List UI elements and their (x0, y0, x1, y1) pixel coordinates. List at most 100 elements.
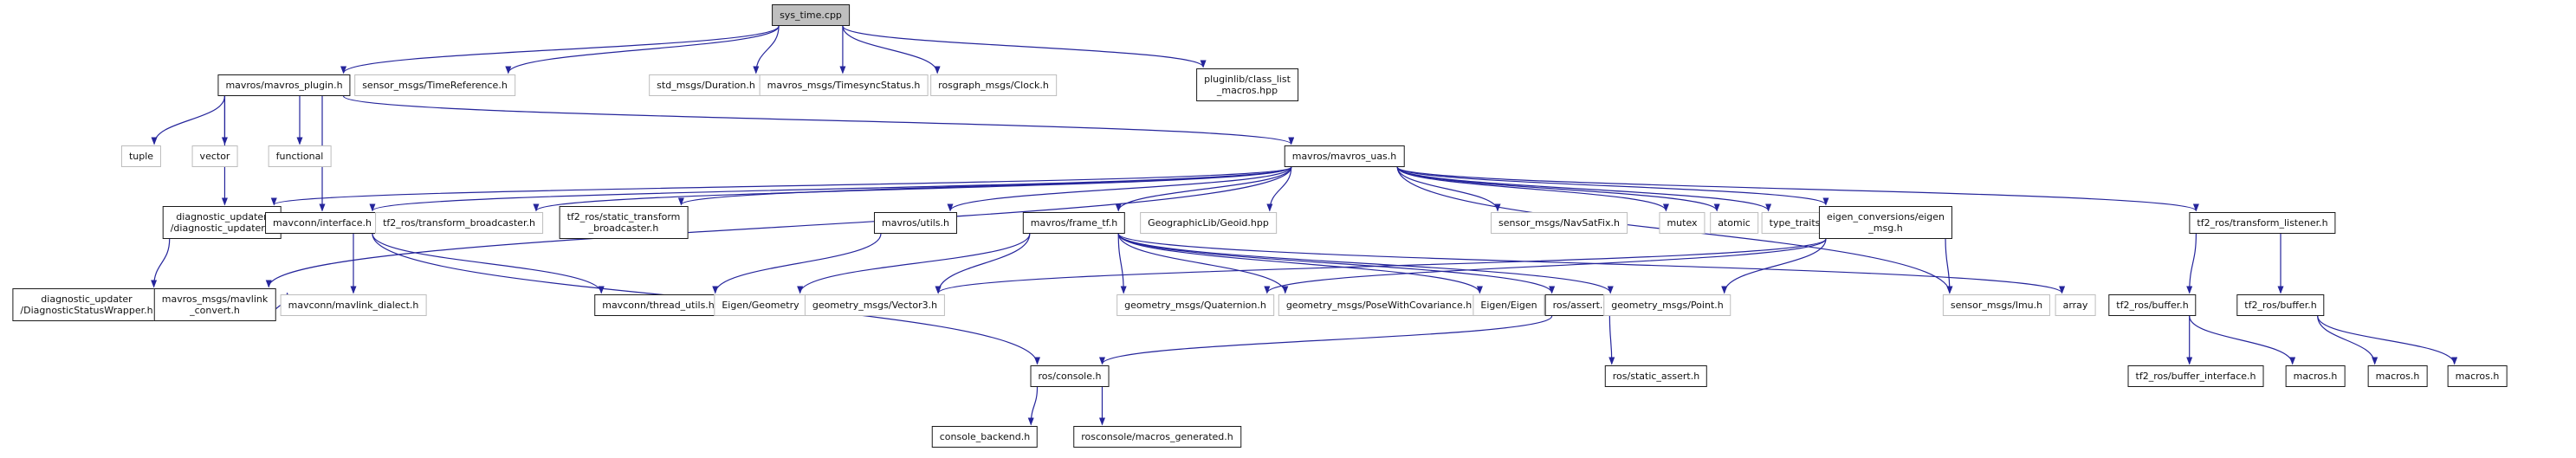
node-iface[interactable]: mavconn/interface.h (265, 212, 379, 234)
node-label: ros/static_assert.h (1612, 371, 1700, 382)
node-label: diagnostic_updater /diagnostic_updater.h (170, 211, 274, 234)
node-imu: sensor_msgs/Imu.h (1942, 294, 2051, 316)
node-convert[interactable]: mavros_msgs/mavlink _convert.h (153, 288, 276, 321)
edge-uas-to-geoid (1266, 166, 1292, 212)
edge-frametf-to-point (1117, 233, 1614, 294)
node-label: geometry_msgs/PoseWithCovariance.h (1285, 300, 1472, 311)
node-label: macros.h (2375, 371, 2420, 382)
edge-plugin-to-tuple (151, 95, 226, 145)
node-label: Eigen/Geometry (722, 300, 799, 311)
node-label: mavros_msgs/TimesyncStatus.h (767, 80, 921, 91)
node-diag[interactable]: diagnostic_updater /diagnostic_updater.h (162, 206, 282, 239)
node-dsw[interactable]: diagnostic_updater /DiagnosticStatusWrap… (12, 288, 161, 321)
node-console[interactable]: ros/console.h (1030, 365, 1110, 387)
edge-frametf-to-eigeom (797, 233, 1031, 294)
edge-plugin-to-uas (342, 95, 1294, 145)
edge-uas-to-atomic (1396, 166, 1720, 212)
node-staticassert[interactable]: ros/static_assert.h (1604, 365, 1708, 387)
node-vector: vector (191, 145, 238, 167)
node-label: macros.h (2455, 371, 2500, 382)
node-label: sys_time.cpp (780, 10, 842, 21)
edge-frametf-to-eieigen (1117, 233, 1483, 294)
node-label: Eigen/Eigen (1480, 300, 1537, 311)
node-listener[interactable]: tf2_ros/transform_listener.h (2189, 212, 2336, 234)
node-buffer2[interactable]: tf2_ros/buffer.h (2236, 294, 2325, 316)
node-label: rosgraph_msgs/Clock.h (938, 80, 1049, 91)
edge-uas-to-stfb (678, 166, 1292, 206)
edge-iface-to-threadutils (372, 233, 605, 294)
node-frametf[interactable]: mavros/frame_tf.h (1022, 212, 1126, 234)
node-quat: geometry_msgs/Quaternion.h (1116, 294, 1274, 316)
edge-sys_time-to-duration (753, 25, 780, 74)
node-tuple: tuple (120, 145, 162, 167)
node-label: mavros_msgs/mavlink _convert.h (161, 294, 269, 316)
node-label: functional (275, 151, 324, 162)
edge-uas-to-typetraits (1396, 166, 1771, 212)
node-point: geometry_msgs/Point.h (1603, 294, 1731, 316)
edge-uas-to-diag (271, 166, 1292, 206)
edge-sys_time-to-clock (842, 25, 941, 74)
node-eigenmsg[interactable]: eigen_conversions/eigen _msg.h (1818, 206, 1953, 239)
edge-uas-to-eigenmsg (1396, 166, 1829, 206)
node-label: tf2_ros/buffer.h (2116, 300, 2189, 311)
node-label: pluginlib/class_list _macros.hpp (1204, 74, 1291, 96)
node-mutex: mutex (1659, 212, 1705, 234)
node-label: rosconsole/macros_generated.h (1081, 431, 1233, 442)
edge-listener-to-buffer1 (2186, 233, 2197, 294)
node-consback[interactable]: console_backend.h (931, 426, 1039, 448)
node-label: mutex (1667, 217, 1698, 229)
edge-assert-to-staticassert (1608, 315, 1615, 365)
node-uas[interactable]: mavros/mavros_uas.h (1284, 145, 1405, 167)
node-label: mavros/mavros_uas.h (1291, 151, 1397, 162)
node-macros2[interactable]: macros.h (2367, 365, 2428, 387)
node-label: sensor_msgs/NavSatFix.h (1498, 217, 1620, 229)
node-timesync: mavros_msgs/TimesyncStatus.h (759, 74, 929, 96)
node-label: std_msgs/Duration.h (657, 80, 755, 91)
node-bufiface[interactable]: tf2_ros/buffer_interface.h (2127, 365, 2264, 387)
node-label: tf2_ros/buffer.h (2244, 300, 2317, 311)
node-tfb: tf2_ros/transform_broadcaster.h (375, 212, 543, 234)
node-pluginlib[interactable]: pluginlib/class_list _macros.hpp (1196, 68, 1298, 101)
edge-eigenmsg-to-point (1721, 238, 1827, 294)
node-macros3[interactable]: macros.h (2447, 365, 2508, 387)
node-label: vector (199, 151, 230, 162)
node-posecov: geometry_msgs/PoseWithCovariance.h (1278, 294, 1480, 316)
node-label: macros.h (2293, 371, 2338, 382)
node-dialect: mavconn/mavlink_dialect.h (280, 294, 427, 316)
node-utils[interactable]: mavros/utils.h (873, 212, 958, 234)
edge-uas-to-convert (265, 166, 1292, 288)
node-clock: rosgraph_msgs/Clock.h (930, 74, 1057, 96)
edge-eigenmsg-to-vector3 (935, 238, 1827, 294)
node-label: mavros/frame_tf.h (1030, 217, 1118, 229)
node-label: tf2_ros/transform_listener.h (2197, 217, 2328, 229)
node-stfb[interactable]: tf2_ros/static_transform _broadcaster.h (559, 206, 689, 239)
node-plugin[interactable]: mavros/mavros_plugin.h (217, 74, 351, 96)
node-eieigen: Eigen/Eigen (1472, 294, 1545, 316)
node-label: diagnostic_updater /DiagnosticStatusWrap… (20, 294, 153, 316)
edge-frametf-to-posecov (1117, 233, 1289, 294)
node-sys_time: sys_time.cpp (772, 4, 850, 26)
node-label: geometry_msgs/Quaternion.h (1124, 300, 1266, 311)
node-label: ros/assert.h (1552, 300, 1609, 311)
node-threadutils[interactable]: mavconn/thread_utils.h (594, 294, 722, 316)
edge-assert-to-console (1099, 315, 1553, 365)
node-macgen[interactable]: rosconsole/macros_generated.h (1073, 426, 1241, 448)
node-label: geometry_msgs/Vector3.h (812, 300, 938, 311)
edge-eigenmsg-to-imu (1945, 238, 1953, 294)
edge-uas-to-mutex (1396, 166, 1669, 212)
edge-sys_time-to-timeref (505, 25, 780, 74)
edge-eigenmsg-to-quat (1264, 238, 1827, 294)
node-label: mavconn/thread_utils.h (602, 300, 715, 311)
node-label: tuple (128, 151, 154, 162)
node-buffer1[interactable]: tf2_ros/buffer.h (2108, 294, 2197, 316)
edge-diag-to-dsw (151, 238, 171, 288)
node-label: tf2_ros/transform_broadcaster.h (383, 217, 535, 229)
node-duration: std_msgs/Duration.h (649, 74, 763, 96)
node-label: tf2_ros/static_transform _broadcaster.h (566, 211, 681, 234)
node-macros1[interactable]: macros.h (2285, 365, 2346, 387)
edge-uas-to-iface (369, 166, 1292, 212)
node-label: type_traits (1769, 217, 1821, 229)
node-eigeom: Eigen/Geometry (714, 294, 807, 316)
